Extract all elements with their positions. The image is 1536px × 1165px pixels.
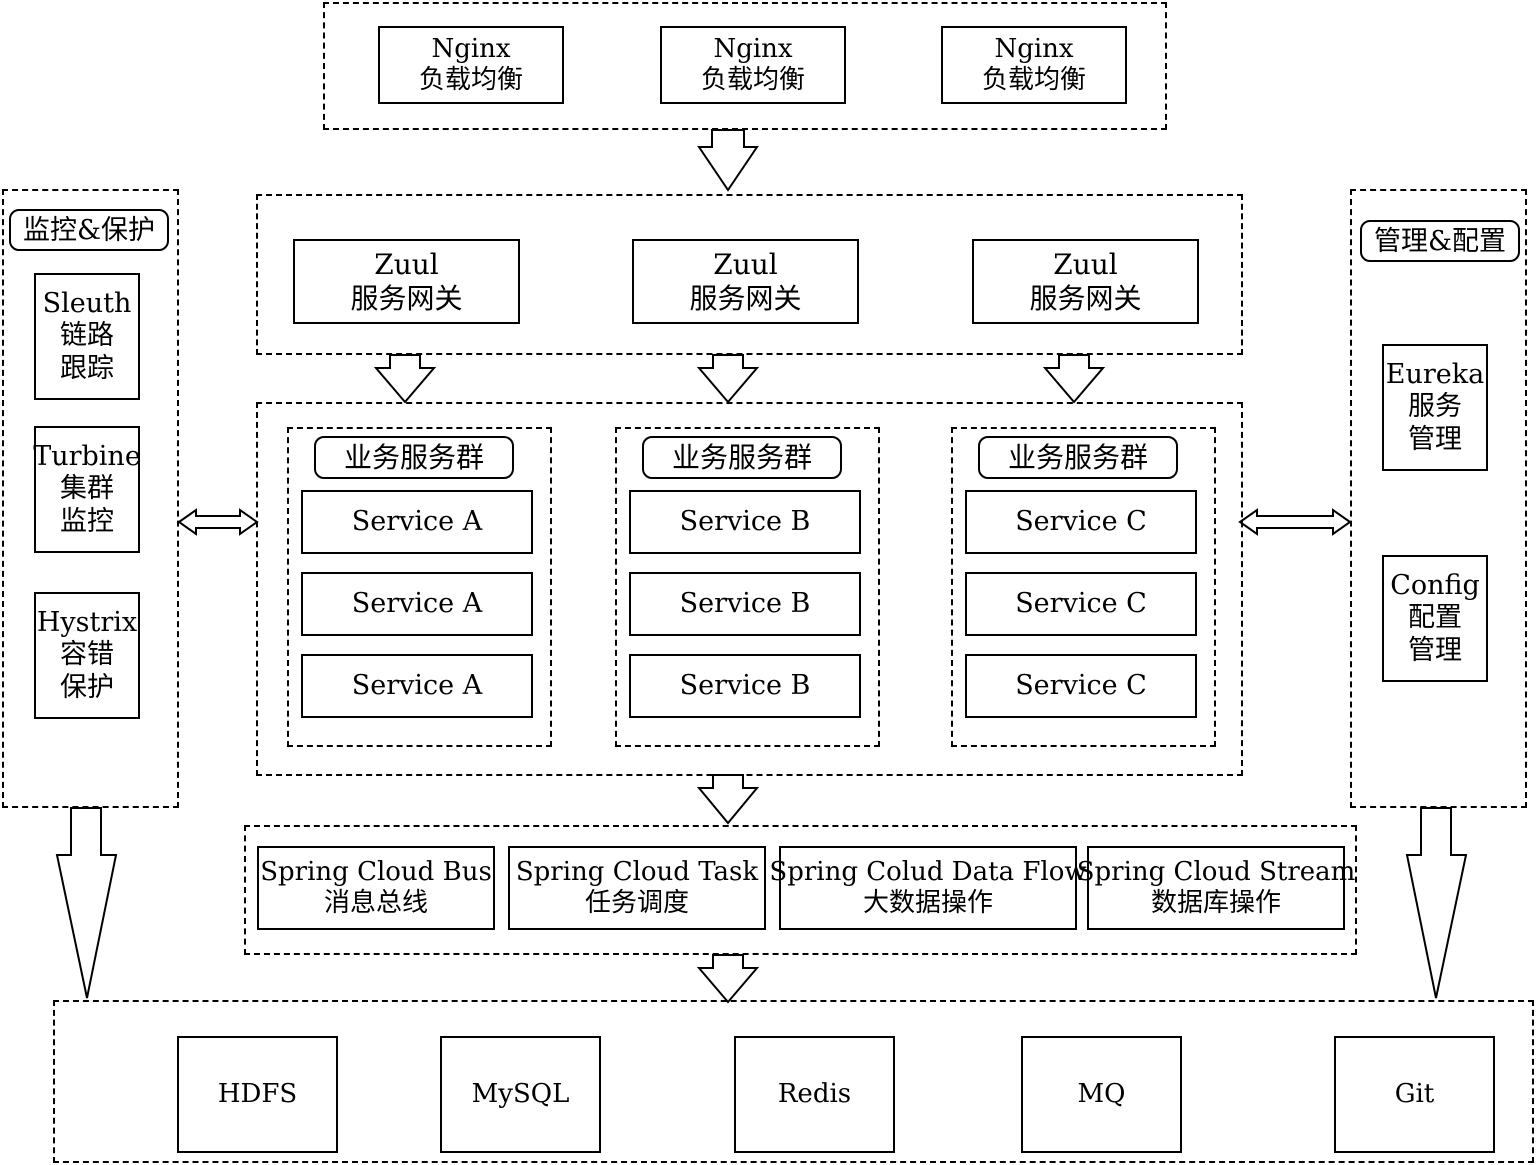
spring-desc: 消息总线 — [323, 888, 428, 918]
spring-layer — [244, 825, 1357, 955]
nginx-desc: 负载均衡 — [700, 65, 805, 95]
spring-box: Spring Cloud Task 任务调度 — [508, 846, 766, 930]
arrow-monitor-services-bidirectional — [177, 508, 259, 536]
nginx-name: Nginx — [994, 33, 1074, 64]
spring-name: Spring Colud Data Flow — [769, 856, 1087, 887]
service-box: Service C — [965, 490, 1197, 554]
spring-desc: 数据库操作 — [1150, 888, 1281, 918]
nginx-name: Nginx — [431, 33, 511, 64]
zuul-name: Zuul — [713, 247, 778, 281]
spring-name: Spring Cloud Task — [515, 856, 759, 887]
arrow-zuul3-to-group-c — [1042, 354, 1106, 404]
monitor-item-name: Turbine — [33, 440, 141, 472]
arrow-services-manage-bidirectional — [1238, 508, 1352, 536]
arrow-spring-to-storage — [696, 954, 760, 1004]
service-group — [615, 427, 880, 747]
monitor-item-desc: 跟踪 — [60, 352, 114, 384]
service-box: Service B — [629, 654, 861, 718]
service-box: Service A — [301, 572, 533, 636]
arrow-monitor-to-storage — [55, 807, 118, 999]
monitor-item-name: Sleuth — [42, 287, 132, 319]
service-group — [951, 427, 1216, 747]
monitor-item-desc: 链路 — [60, 320, 114, 352]
monitor-panel — [2, 189, 179, 808]
zuul-box: Zuul 服务网关 — [972, 239, 1199, 324]
nginx-desc: 负载均衡 — [418, 65, 523, 95]
nginx-name: Nginx — [713, 33, 793, 64]
arrow-zuul2-to-group-b — [696, 354, 760, 404]
arrow-nginx-to-zuul — [697, 129, 759, 192]
zuul-name: Zuul — [374, 247, 439, 281]
manage-item-desc: 管理 — [1408, 634, 1462, 666]
monitor-item: Sleuth 链路 跟踪 — [34, 273, 140, 400]
spring-desc: 任务调度 — [584, 888, 689, 918]
storage-box: Redis — [734, 1036, 895, 1153]
service-box: Service A — [301, 490, 533, 554]
monitor-item: Turbine 集群 监控 — [33, 426, 141, 553]
storage-layer — [53, 1000, 1534, 1163]
zuul-desc: 服务网关 — [1029, 281, 1142, 315]
nginx-layer — [323, 2, 1167, 130]
zuul-box: Zuul 服务网关 — [632, 239, 859, 324]
monitor-item-name: Hystrix — [36, 606, 138, 638]
arrow-services-to-spring — [696, 774, 760, 825]
arrow-zuul1-to-group-a — [373, 354, 437, 404]
spring-box: Spring Cloud Stream 数据库操作 — [1077, 846, 1355, 930]
arrow-manage-to-storage — [1405, 807, 1468, 999]
monitor-item: Hystrix 容错 保护 — [34, 592, 140, 719]
nginx-box: Nginx 负载均衡 — [378, 26, 564, 104]
service-group-title: 业务服务群 — [314, 436, 514, 479]
nginx-desc: 负载均衡 — [981, 65, 1086, 95]
monitor-item-desc: 容错 — [60, 639, 114, 671]
manage-panel-title: 管理&配置 — [1360, 220, 1520, 262]
manage-item: Eureka 服务 管理 — [1382, 344, 1488, 471]
service-box: Service B — [629, 490, 861, 554]
storage-box: HDFS — [177, 1036, 338, 1153]
monitor-item-desc: 监控 — [60, 505, 114, 537]
spring-box: Spring Cloud Bus 消息总线 — [257, 846, 495, 930]
service-group — [287, 427, 552, 747]
service-box: Service C — [965, 572, 1197, 636]
manage-item-desc: 配置 — [1408, 602, 1462, 634]
service-box: Service B — [629, 572, 861, 636]
spring-name: Spring Cloud Stream — [1076, 856, 1356, 887]
monitor-item-desc: 保护 — [60, 671, 114, 703]
service-group-title: 业务服务群 — [642, 436, 842, 479]
monitor-panel-title: 监控&保护 — [9, 209, 169, 251]
zuul-desc: 服务网关 — [689, 281, 802, 315]
monitor-item-desc: 集群 — [60, 473, 114, 505]
services-layer — [256, 402, 1243, 776]
manage-item-name: Config — [1390, 569, 1480, 601]
nginx-box: Nginx 负载均衡 — [660, 26, 846, 104]
zuul-layer — [256, 194, 1243, 355]
manage-item-desc: 服务 — [1408, 391, 1462, 423]
nginx-box: Nginx 负载均衡 — [941, 26, 1127, 104]
zuul-box: Zuul 服务网关 — [293, 239, 520, 324]
manage-item: Config 配置 管理 — [1382, 555, 1488, 682]
storage-box: MQ — [1021, 1036, 1182, 1153]
storage-box: Git — [1334, 1036, 1495, 1153]
storage-box: MySQL — [440, 1036, 601, 1153]
zuul-desc: 服务网关 — [350, 281, 463, 315]
service-box: Service A — [301, 654, 533, 718]
manage-item-desc: 管理 — [1408, 423, 1462, 455]
spring-box: Spring Colud Data Flow 大数据操作 — [769, 846, 1087, 930]
manage-item-name: Eureka — [1385, 358, 1485, 390]
manage-panel — [1350, 189, 1527, 808]
service-box: Service C — [965, 654, 1197, 718]
spring-desc: 大数据操作 — [862, 888, 993, 918]
service-group-title: 业务服务群 — [978, 436, 1178, 479]
spring-name: Spring Cloud Bus — [260, 856, 492, 887]
zuul-name: Zuul — [1053, 247, 1118, 281]
